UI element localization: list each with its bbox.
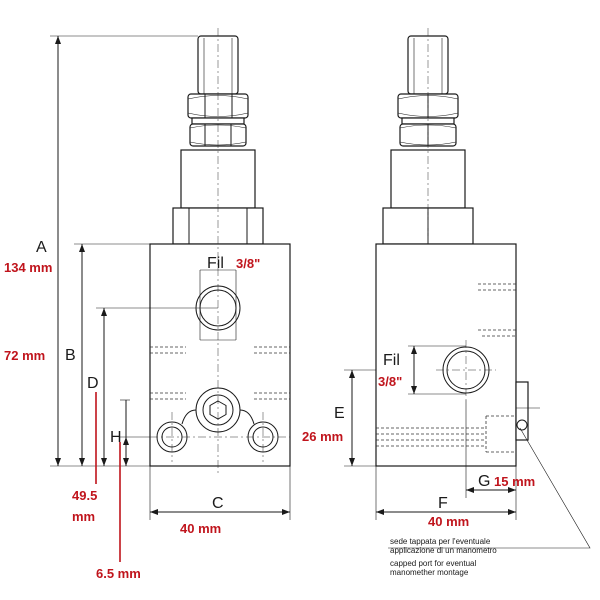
note-it-line2: applicazione di un manometro — [390, 546, 497, 555]
side-view — [375, 28, 540, 467]
value-d-line1: 49.5 — [72, 488, 97, 503]
label-c: C — [212, 495, 224, 512]
thread-front: 3/8" — [236, 256, 260, 271]
value-h: 6.5 mm — [96, 566, 141, 581]
label-g: G — [478, 473, 490, 490]
dimension-lines-side — [344, 345, 591, 549]
label-e: E — [334, 405, 345, 422]
value-f: 40 mm — [428, 514, 469, 529]
value-e: 26 mm — [302, 429, 343, 444]
front-plug — [181, 387, 255, 433]
value-d-line2: mm — [72, 509, 95, 524]
side-cartridge-body — [382, 149, 474, 245]
thread-side: 3/8" — [378, 374, 402, 389]
front-valve-block — [149, 243, 291, 467]
side-hidden-lines — [376, 283, 516, 453]
front-cartridge-body — [172, 149, 264, 245]
front-view — [149, 28, 291, 476]
side-valve-block — [375, 243, 517, 467]
label-f: F — [438, 495, 448, 512]
value-g: 15 mm — [494, 474, 535, 489]
fil-label-side: Fil — [383, 352, 400, 369]
value-c: 40 mm — [180, 521, 221, 536]
side-port — [436, 340, 496, 400]
label-a: A — [36, 239, 47, 256]
front-bottom-ports — [150, 412, 290, 462]
note-it-line1: sede tappata per l'eventuale — [390, 537, 491, 546]
label-b: B — [65, 347, 76, 364]
value-b: 72 mm — [4, 348, 45, 363]
label-d: D — [87, 375, 99, 392]
note-en-line1: capped port for eventual — [390, 559, 477, 568]
fil-label-front: Fil — [207, 255, 224, 272]
capped-gauge-port — [515, 381, 540, 441]
label-h: H — [110, 429, 122, 446]
front-hidden-lines — [150, 269, 290, 400]
value-a: 134 mm — [4, 260, 52, 275]
note-en-line2: manomether montage — [390, 568, 469, 577]
dimension-lines-front — [50, 35, 291, 562]
